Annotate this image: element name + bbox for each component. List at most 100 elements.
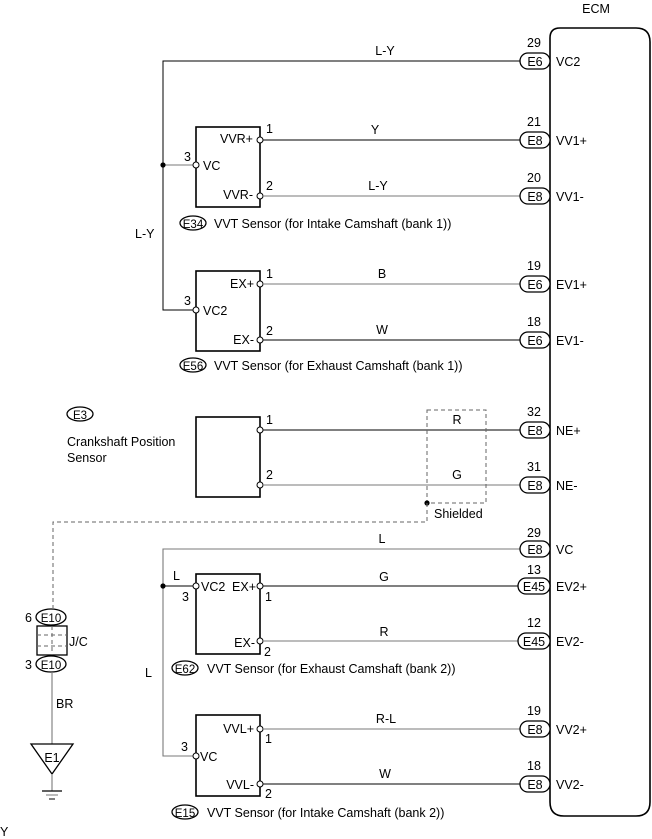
ecm-signal-label: VC2 xyxy=(556,55,580,69)
pin-terminal xyxy=(256,780,264,788)
pin-number: 18 xyxy=(527,315,541,329)
connector-badge xyxy=(519,476,551,494)
component-title: VVT Sensor (for Intake Camshaft (bank 1)… xyxy=(214,217,451,231)
ecm-signal-label: EV2+ xyxy=(556,580,587,594)
connector-badge xyxy=(171,660,199,676)
pin-number: 3 xyxy=(184,294,191,308)
connector-id: E8 xyxy=(527,424,542,438)
pin-terminal xyxy=(256,280,264,288)
connector-id: E62 xyxy=(175,664,195,676)
pin-terminal xyxy=(256,582,264,590)
pin-terminal xyxy=(192,582,200,590)
wire-color-label: W xyxy=(379,767,391,781)
pin-number: 1 xyxy=(265,732,272,746)
connector-id: E15 xyxy=(175,808,195,820)
pin-terminal xyxy=(256,136,264,144)
ecm-signal-label: EV1- xyxy=(556,334,584,348)
pin-terminal xyxy=(256,426,264,434)
connector-id: E6 xyxy=(527,334,542,348)
terminal-label: VVR- xyxy=(223,188,253,202)
terminal-label: EX+ xyxy=(232,580,256,594)
pin-number: 3 xyxy=(25,658,32,672)
wire-color-label: B xyxy=(378,267,386,281)
wire-color-label: L-Y xyxy=(368,179,388,193)
pin-number: 2 xyxy=(266,324,273,338)
wire-color-label: L xyxy=(173,569,180,583)
component-title: VVT Sensor (for Exhaust Camshaft (bank 1… xyxy=(214,359,462,373)
pin-number: 12 xyxy=(527,616,541,630)
connector-id: E8 xyxy=(527,723,542,737)
pin-terminal xyxy=(192,161,200,169)
terminal-label: VVL- xyxy=(226,778,254,792)
wire-color-label: W xyxy=(376,323,388,337)
pin-number: 29 xyxy=(527,36,541,50)
pin-number: 29 xyxy=(527,526,541,540)
connector-badge xyxy=(179,215,207,231)
terminal-label: VC xyxy=(200,750,217,764)
bank2-vc-trunk: L L L xyxy=(145,532,520,757)
connector-badge xyxy=(35,608,67,626)
ecm-signal-label: EV1+ xyxy=(556,278,587,292)
ecm-signal-label: NE+ xyxy=(556,424,581,438)
ecm-box xyxy=(549,27,651,817)
ecm-signal-label: VV1- xyxy=(556,190,584,204)
pin-number: 21 xyxy=(527,115,541,129)
ecm-signal-label: EV2- xyxy=(556,635,584,649)
terminal-label: EX- xyxy=(234,636,255,650)
pin-number: 6 xyxy=(25,611,32,625)
wire-color-label: L xyxy=(145,666,152,680)
terminal-label: VC2 xyxy=(203,304,227,318)
pin-number: 31 xyxy=(527,460,541,474)
sensor-e3: E3 Crankshaft Position Sensor 1 2 xyxy=(66,406,273,498)
wire-color-label: L-Y xyxy=(135,227,155,241)
component-title: Sensor xyxy=(67,451,107,465)
wire-color-label: BR xyxy=(56,697,73,711)
pin-number: 32 xyxy=(527,405,541,419)
pin-number: 18 xyxy=(527,759,541,773)
connector-badge xyxy=(519,720,551,738)
ecm-signal-label: NE- xyxy=(556,479,578,493)
pin-number: 3 xyxy=(182,590,189,604)
pin-number: 2 xyxy=(264,645,271,659)
pin-terminal xyxy=(256,336,264,344)
connector-badge xyxy=(519,275,551,293)
connector-badge xyxy=(35,655,67,673)
connector-badge xyxy=(517,632,551,650)
connector-badge xyxy=(171,804,199,820)
connector-id: E8 xyxy=(527,479,542,493)
pin-number: 2 xyxy=(266,179,273,193)
sensor-e56: EX+ EX- VC2 1 2 3 E56 VVT Sensor (for Ex… xyxy=(179,267,462,373)
component-title: Crankshaft Position xyxy=(67,435,175,449)
sensor-e15: VVL+ VVL- VC 1 2 3 E15 VVT Sensor (for I… xyxy=(171,714,444,820)
pin-number: 1 xyxy=(265,590,272,604)
pin-terminal xyxy=(256,192,264,200)
ecm-signal-label: VV2- xyxy=(556,778,584,792)
terminal-label: VVL+ xyxy=(223,722,254,736)
connector-id: E10 xyxy=(41,613,61,625)
terminal-label: EX- xyxy=(233,333,254,347)
wire-color-label: R-L xyxy=(376,712,396,726)
sensor-e62: VC2 EX+ EX- 1 2 3 E62 VVT Sensor (for Ex… xyxy=(171,573,455,676)
connector-badge xyxy=(66,406,94,422)
connector-badge xyxy=(179,357,207,373)
shield-label: Shielded xyxy=(434,507,483,521)
connector-id: E3 xyxy=(73,410,87,422)
pin-number: 1 xyxy=(266,413,273,427)
component-title: VVT Sensor (for Intake Camshaft (bank 2)… xyxy=(207,806,444,820)
pin-number: 1 xyxy=(266,267,273,281)
pin-terminal xyxy=(256,725,264,733)
terminal-label: VC xyxy=(203,159,220,173)
pin-number: 2 xyxy=(265,787,272,801)
pin-terminal xyxy=(256,481,264,489)
wire-color-label: Y xyxy=(371,123,380,137)
connector-id: E45 xyxy=(523,635,545,649)
connector-id: E45 xyxy=(523,580,545,594)
